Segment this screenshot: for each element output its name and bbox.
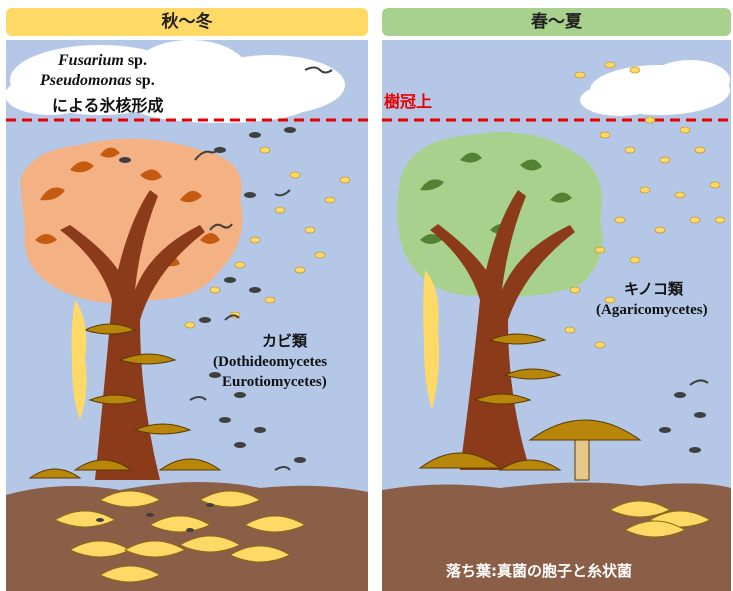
shelf-fungi [83, 323, 192, 435]
ice-label-line2: Pseudomonas sp. [40, 72, 155, 89]
panel-title-autumn-winter: 秋〜冬 [6, 8, 368, 36]
spores-yellow [564, 61, 726, 349]
summer-canopy [397, 132, 603, 297]
leaf-litter [53, 490, 307, 583]
hyphae [189, 66, 333, 471]
cloud [5, 40, 345, 123]
spores-dark [659, 392, 706, 453]
soil-ground [6, 481, 368, 591]
panel-title-spring-summer: 春〜夏 [382, 8, 731, 36]
ice-label-line1: Fusarium sp. [58, 52, 147, 69]
autumn-canopy [20, 138, 243, 304]
mushroom-label-line1: (Agaricomycetes) [596, 302, 708, 318]
spores-dark [119, 127, 306, 463]
canopy-label: 樹冠上 [384, 92, 433, 111]
mold-label-title: カビ類 [262, 332, 308, 350]
mushrooms [28, 458, 222, 479]
autumn-illustration [5, 40, 368, 591]
tree-trunk [60, 190, 205, 480]
lichen-patch [71, 300, 87, 420]
shelf-fungi [473, 333, 562, 405]
lichen-patch [423, 270, 440, 410]
panel-autumn-winter: 秋〜冬 [5, 8, 368, 591]
autumn-leaves [35, 147, 220, 267]
tree-trunk [430, 190, 575, 470]
summer-illustration [382, 40, 731, 591]
leaf-litter [608, 500, 712, 538]
ice-label-line3: による氷核形成 [52, 96, 164, 115]
hyphae [689, 379, 709, 386]
mushroom-label-title: キノコ類 [624, 280, 683, 298]
litter-label: 落ち葉:真菌の胞子と糸状菌 [446, 562, 632, 580]
panel-spring-summer: 春〜夏 [380, 0, 733, 591]
mushrooms [418, 419, 642, 481]
cloud [580, 60, 730, 116]
mold-label-line2: Eurotiomycetes) [222, 374, 327, 390]
mold-label-line1: (Dothideomycetes [213, 354, 328, 370]
